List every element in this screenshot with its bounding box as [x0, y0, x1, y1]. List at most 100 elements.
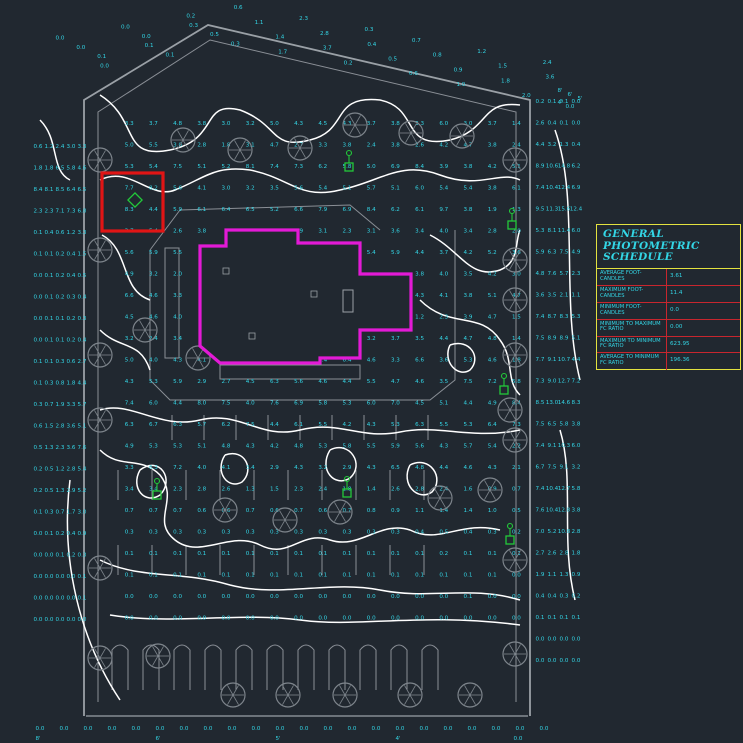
footcandle-reading: 0.1: [294, 551, 303, 557]
footcandle-reading: 0.0: [34, 273, 43, 279]
footcandle-reading: 0.3: [67, 295, 76, 301]
footcandle-reading: 0.6: [197, 508, 206, 514]
footcandle-reading: 0.3: [149, 530, 158, 536]
footcandle-reading: 0.3: [560, 594, 569, 600]
tree-icon: [87, 147, 113, 173]
isolux-line: [66, 479, 121, 701]
footcandle-reading: 3.0: [67, 144, 76, 150]
footcandle-reading: 1.2: [45, 144, 54, 150]
footcandle-reading: 0.2: [572, 594, 581, 600]
footcandle-reading: 0.1: [56, 338, 65, 344]
footcandle-reading: 4.2: [464, 250, 473, 256]
isolux-line: [99, 94, 521, 153]
footcandle-reading: 6.3: [173, 422, 182, 428]
footcandle-reading: 0.0: [34, 553, 43, 559]
footcandle-reading: 5.1: [197, 164, 206, 170]
footcandle-reading: 0.7: [412, 38, 421, 44]
footcandle-reading: 0.0: [444, 726, 453, 732]
footcandle-reading: 4.6: [318, 379, 327, 385]
isolux-line: [99, 329, 151, 371]
footcandle-reading: 2.2: [512, 444, 521, 450]
footcandle-reading: 1.9: [56, 402, 65, 408]
footcandle-reading: 5.7: [464, 444, 473, 450]
footcandle-reading: 10.6: [546, 164, 559, 170]
footcandle-reading: 0.1: [56, 316, 65, 322]
footcandle-reading: 7.5: [173, 164, 182, 170]
footcandle-reading: 0.3: [125, 530, 134, 536]
footcandle-reading: 3.4: [125, 487, 134, 493]
footcandle-reading: 0.1: [34, 252, 43, 258]
isolux-line: [99, 559, 521, 601]
footcandle-reading: 12.4: [558, 185, 571, 191]
footcandle-reading: 9.5: [536, 207, 545, 213]
footcandle-reading: 0.0: [572, 99, 581, 105]
building-outline[interactable]: [198, 228, 413, 365]
footcandle-reading: 3.7: [367, 121, 376, 127]
light-fixture-icon[interactable]: [344, 149, 354, 172]
footcandle-reading: 4.6: [149, 293, 158, 299]
footcandle-reading: 3.7: [488, 121, 497, 127]
light-fixture-icon[interactable]: [127, 192, 143, 208]
footcandle-reading: 5.5: [439, 422, 448, 428]
footcandle-reading: 3.1: [246, 143, 255, 149]
footcandle-reading: 11.3: [546, 207, 559, 213]
curb-island: [111, 644, 129, 690]
footcandle-reading: 7.7: [536, 357, 545, 363]
footcandle-reading: 3.9: [439, 164, 448, 170]
footcandle-reading: 12.7: [558, 379, 571, 385]
footcandle-reading: 1.8: [222, 143, 231, 149]
light-fixture-icon[interactable]: [505, 522, 515, 545]
footcandle-reading: 3.6: [512, 250, 521, 256]
footcandle-reading: 4.5: [125, 315, 134, 321]
footcandle-reading: 0.0: [34, 574, 43, 580]
footcandle-reading: 3.2: [572, 465, 581, 471]
footcandle-reading: 0.4: [367, 42, 376, 48]
footcandle-reading: 0.1: [165, 52, 174, 58]
light-fixture-icon[interactable]: [507, 207, 517, 230]
footcandle-reading: 4.2: [439, 143, 448, 149]
footcandle-reading: 1.3: [560, 572, 569, 578]
footcandle-reading: 0.0: [252, 726, 261, 732]
footcandle-reading: 1.5: [78, 252, 87, 258]
footcandle-reading: 14.6: [558, 400, 571, 406]
footcandle-reading: 0.0: [512, 594, 521, 600]
isolux-line: [554, 129, 581, 381]
footcandle-reading: 3.8: [488, 143, 497, 149]
footcandle-reading: 4.1: [197, 186, 206, 192]
footcandle-reading: 5.7: [367, 186, 376, 192]
footcandle-reading: 5.8: [512, 379, 521, 385]
footcandle-reading: 3.3: [125, 121, 134, 127]
footcandle-reading: 2.1: [560, 293, 569, 299]
footcandle-reading: 0.7: [173, 508, 182, 514]
footcandle-reading: 0.0: [324, 726, 333, 732]
footcandle-reading: 0.4: [67, 273, 76, 279]
footcandle-reading: 0.0: [34, 295, 43, 301]
isolux-line: [99, 407, 521, 435]
footcandle-reading: 8.5: [536, 400, 545, 406]
footcandle-reading: 1.1: [572, 293, 581, 299]
equipment-box: [342, 289, 354, 313]
footcandle-reading: 3.6: [536, 293, 545, 299]
footcandle-reading: 0.3: [56, 359, 65, 365]
schedule-title-line: PHOTOMETRIC: [603, 239, 700, 252]
footcandle-reading: 8.3: [560, 314, 569, 320]
footcandle-reading: 0.2: [56, 531, 65, 537]
footcandle-reading: 0.5: [388, 57, 397, 63]
footcandle-reading: 3.7: [149, 121, 158, 127]
footcandle-reading: 0.4: [548, 121, 557, 127]
footcandle-reading: 4.1: [222, 465, 231, 471]
footcandle-reading: 0.7: [294, 508, 303, 514]
footcandle-reading: 0.0: [276, 726, 285, 732]
footcandle-reading: 0.4: [572, 142, 581, 148]
light-fixture-icon[interactable]: [499, 372, 509, 395]
footcandle-reading: 2.3: [294, 487, 303, 493]
footcandle-reading: 4.8: [222, 444, 231, 450]
light-fixture-icon[interactable]: [152, 477, 162, 500]
footcandle-reading: 0.7: [246, 508, 255, 514]
footcandle-reading: 1.2: [56, 467, 65, 473]
light-fixture-icon[interactable]: [342, 475, 352, 498]
footcandle-reading: 2.4: [367, 143, 376, 149]
highlight-box[interactable]: [100, 171, 165, 233]
